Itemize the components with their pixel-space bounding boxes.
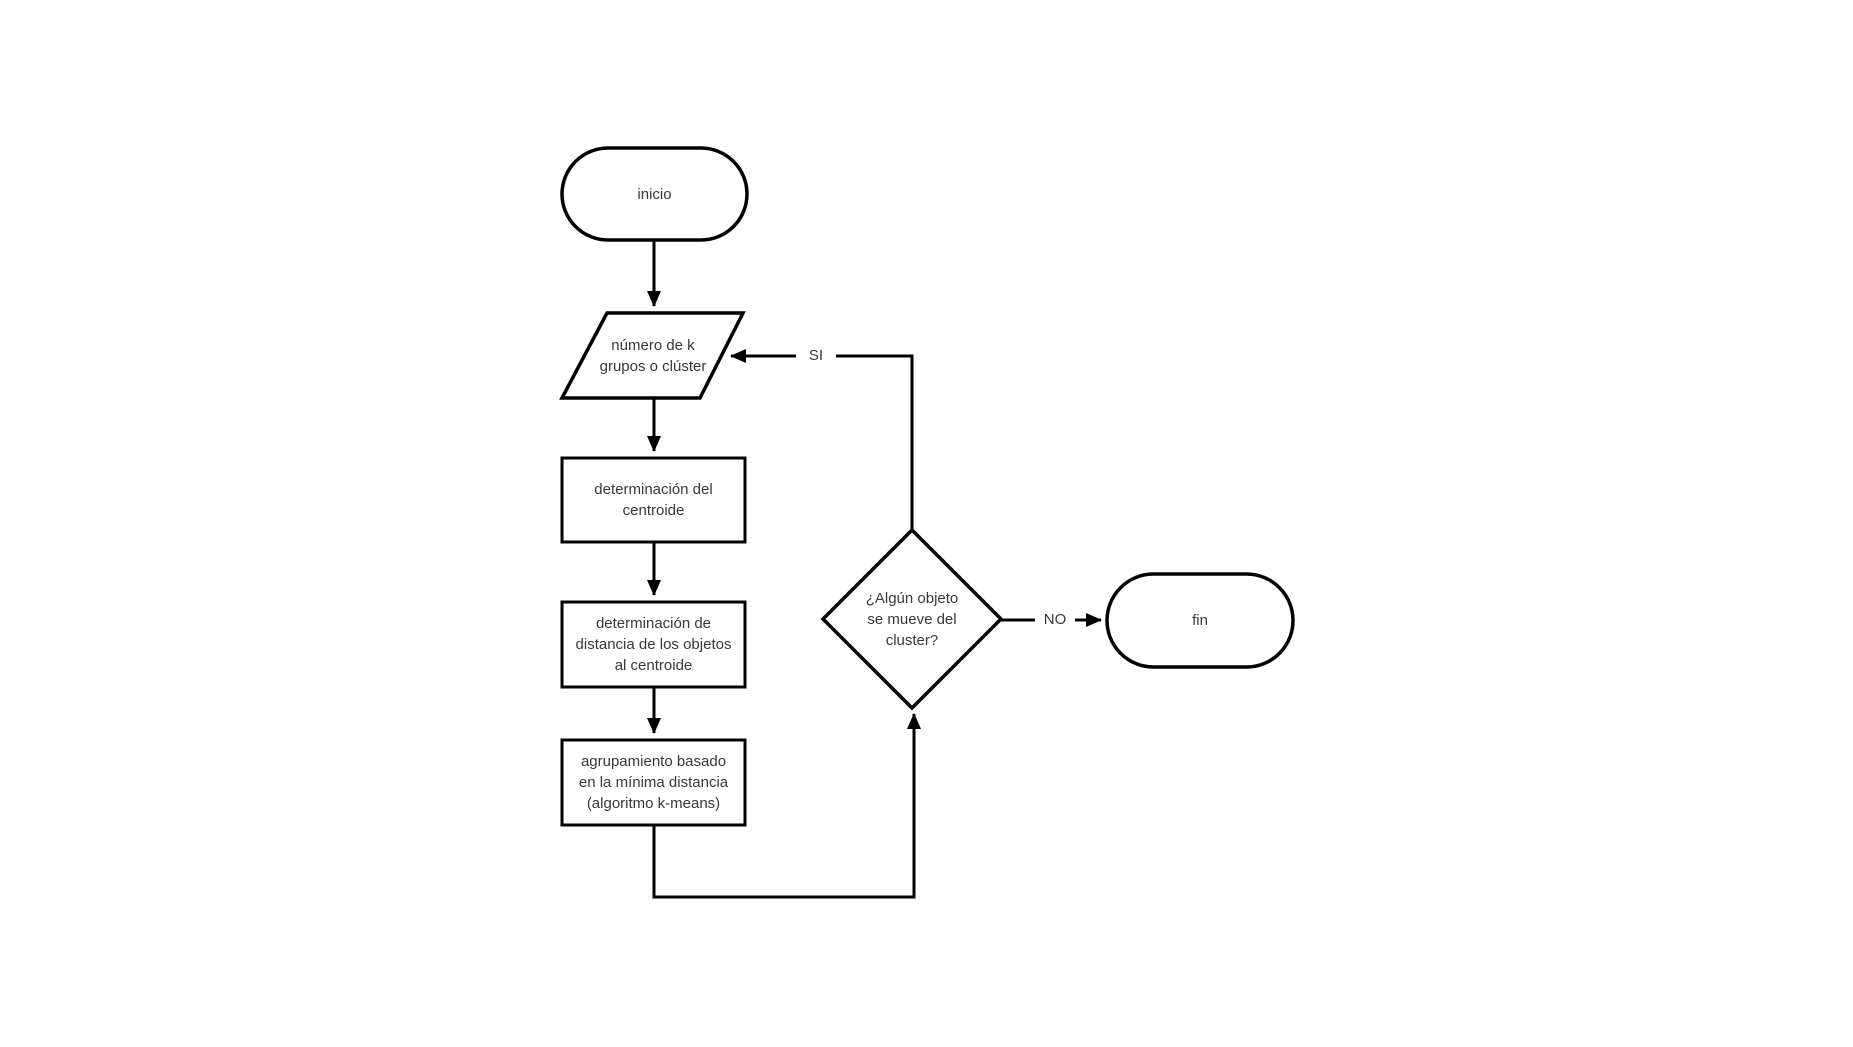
- edge-decision-yes-to-input: [730, 349, 914, 530]
- end-terminator-shape: [1105, 572, 1295, 669]
- decision-diamond-shape: [820, 527, 1004, 711]
- start-terminator-shape: [560, 146, 749, 242]
- process-centroid-shape: [560, 456, 747, 544]
- edge-grouping-to-decision: [652, 713, 921, 899]
- process-grouping-shape: [560, 738, 747, 827]
- input-parallelogram-shape: [559, 311, 746, 400]
- process-distance-shape: [560, 600, 747, 689]
